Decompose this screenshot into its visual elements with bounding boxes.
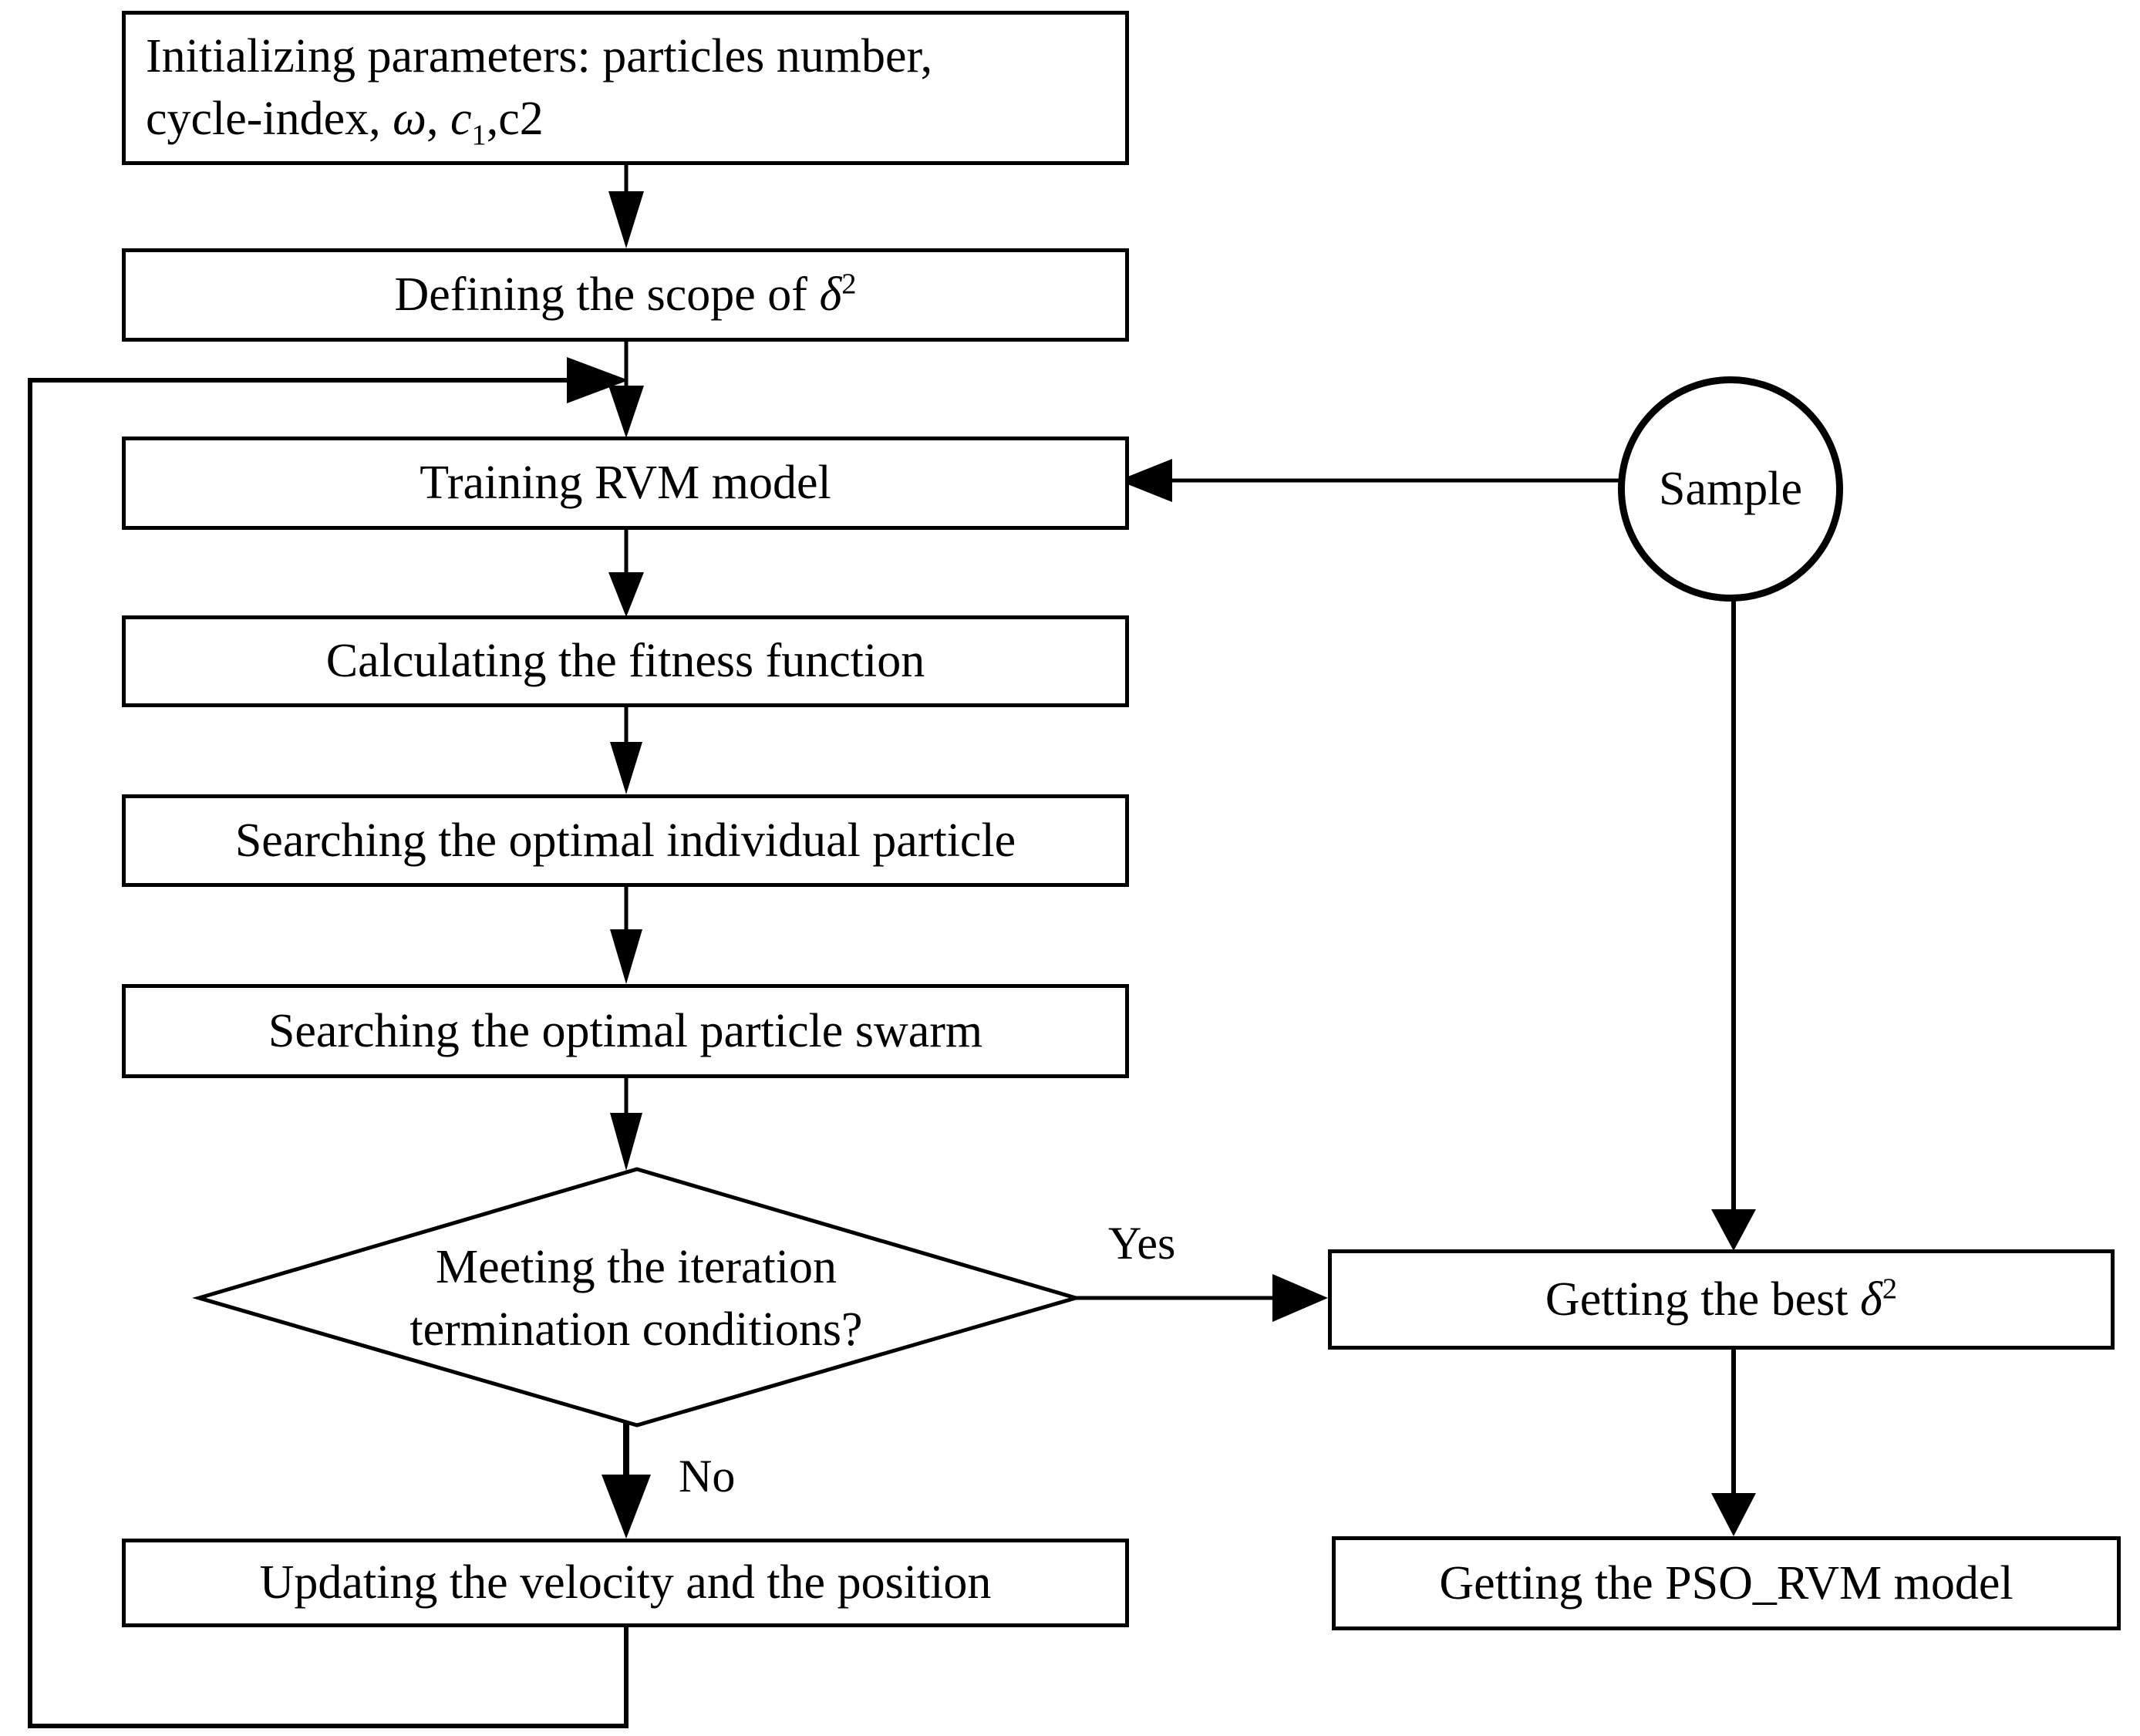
sample-label: Sample bbox=[1659, 462, 1802, 515]
connector-sample-to-best-delta bbox=[1711, 600, 1756, 1251]
best-delta-label: Getting the best δ2 bbox=[1545, 1269, 1897, 1331]
define-scope-label: Defining the scope of δ2 bbox=[395, 264, 857, 326]
node-decision-termination[interactable]: Meeting the iteration termination condit… bbox=[293, 1223, 979, 1374]
edge-label-no: No bbox=[679, 1451, 736, 1502]
node-calculating-fitness[interactable]: Calculating the fitness function bbox=[122, 615, 1129, 707]
delta-symbol: δ bbox=[819, 268, 842, 322]
best-delta-prefix: Getting the best bbox=[1545, 1273, 1861, 1326]
decision-label-line1: Meeting the iteration bbox=[436, 1240, 837, 1293]
connector-fitness-to-individual bbox=[610, 706, 642, 794]
edge-label-yes: Yes bbox=[1108, 1218, 1176, 1269]
individual-label: Searching the optimal individual particl… bbox=[234, 814, 1016, 867]
node-initializing-parameters[interactable]: Initializing parameters: particles numbe… bbox=[122, 11, 1129, 165]
init-mid: , bbox=[426, 93, 450, 145]
init-suffix: ,c2 bbox=[486, 93, 544, 145]
node-sample[interactable]: Sample bbox=[1618, 376, 1843, 602]
connector-best-delta-to-pso-rvm bbox=[1711, 1350, 1756, 1536]
node-searching-individual-particle[interactable]: Searching the optimal individual particl… bbox=[122, 794, 1129, 887]
connector-sample-to-training bbox=[1118, 459, 1619, 502]
connector-swarm-to-decision bbox=[610, 1078, 642, 1171]
delta-superscript: 2 bbox=[841, 268, 857, 301]
connector-individual-to-swarm bbox=[610, 887, 642, 984]
updating-label: Updating the velocity and the position bbox=[259, 1556, 992, 1610]
connector-init-to-define bbox=[608, 165, 644, 248]
init-label-line1: Initializing parameters: particles numbe… bbox=[146, 30, 933, 83]
swarm-label: Searching the optimal particle swarm bbox=[268, 1004, 983, 1057]
omega-symbol: ω bbox=[393, 93, 426, 145]
c-symbol: c bbox=[450, 93, 472, 145]
delta-superscript-best: 2 bbox=[1882, 1273, 1898, 1306]
init-label-line2: cycle-index, ω, c1,c2 bbox=[146, 88, 1105, 150]
pso-rvm-label: Getting the PSO_RVM model bbox=[1439, 1556, 2014, 1610]
node-searching-particle-swarm[interactable]: Searching the optimal particle swarm bbox=[122, 984, 1129, 1078]
connector-decision-no-to-updating bbox=[602, 1423, 651, 1539]
fitness-label: Calculating the fitness function bbox=[325, 635, 925, 688]
training-label: Training RVM model bbox=[420, 457, 831, 510]
node-defining-scope[interactable]: Defining the scope of δ2 bbox=[122, 248, 1129, 342]
decision-diamond-shape bbox=[192, 1167, 1083, 1428]
c-subscript: 1 bbox=[471, 119, 487, 152]
define-scope-prefix: Defining the scope of bbox=[394, 268, 820, 322]
node-updating-velocity-position[interactable]: Updating the velocity and the position bbox=[122, 1539, 1129, 1627]
connector-decision-yes-to-best-delta bbox=[1076, 1274, 1328, 1322]
node-getting-pso-rvm-model[interactable]: Getting the PSO_RVM model bbox=[1332, 1536, 2121, 1630]
delta-symbol-best: δ bbox=[1860, 1273, 1882, 1326]
connector-loop-back-to-training bbox=[28, 357, 629, 1728]
init-prefix: cycle-index, bbox=[146, 93, 393, 145]
connector-training-to-fitness bbox=[608, 530, 644, 617]
connector-define-to-training bbox=[608, 342, 644, 438]
decision-label-line2: termination conditions? bbox=[409, 1303, 863, 1356]
node-getting-best-delta[interactable]: Getting the best δ2 bbox=[1328, 1249, 2115, 1350]
node-training-rvm-model[interactable]: Training RVM model bbox=[122, 437, 1129, 530]
